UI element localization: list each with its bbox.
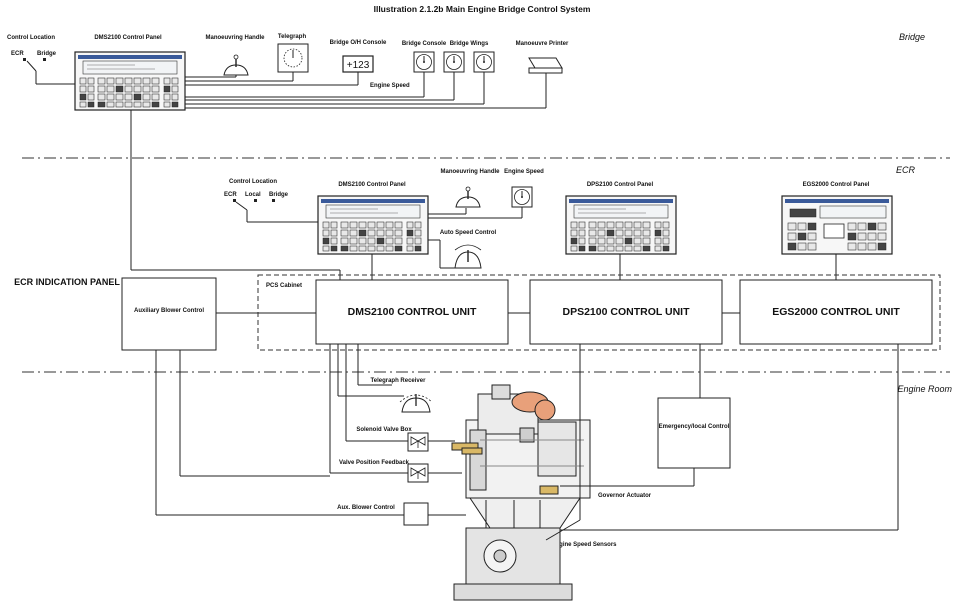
bridge-bus-lines — [130, 72, 547, 280]
ecr-control-location-local: Local — [245, 192, 261, 198]
bridge-telegraph-icon — [277, 43, 309, 73]
dps2100-control-unit-label: DPS2100 CONTROL UNIT — [563, 306, 691, 318]
bridge-telegraph-label: Telegraph — [278, 34, 307, 40]
bridge-oh-console-display: +123 — [342, 55, 374, 73]
bridge-control-location-bridge: Bridge — [37, 51, 57, 57]
zone-label-ecr: ECR — [896, 165, 916, 175]
ecr-control-location-bridge: Bridge — [269, 192, 289, 198]
ecr-control-location-ecr: ECR — [224, 192, 237, 198]
engine-room-wiring — [155, 344, 899, 541]
aux-blower-control-box — [121, 277, 217, 351]
aux-blower-control-er-label: Aux. Blower Control — [337, 505, 395, 511]
bridge-manoeuvring-handle-icon — [223, 54, 249, 76]
ecr-auto-speed-label: Auto Speed Control — [440, 230, 497, 236]
dms2100-control-unit-box — [315, 279, 509, 345]
egs2000-control-unit-label: EGS2000 CONTROL UNIT — [772, 306, 900, 318]
printer-icon — [528, 57, 563, 74]
ecr-dms-panel-label: DMS2100 Control Panel — [338, 182, 406, 188]
bridge-dms-panel-label: DMS2100 Control Panel — [94, 35, 162, 41]
main-engine-illustration — [451, 384, 591, 601]
diagram-title: Illustration 2.1.2b Main Engine Bridge C… — [374, 4, 591, 14]
emergency-local-control-box — [657, 397, 731, 469]
dps2100-control-unit-box — [529, 279, 723, 345]
bridge-wing-gauge-port — [443, 51, 465, 73]
telegraph-receiver-icon — [399, 394, 433, 413]
bridge-manoeuvre-printer-label: Manoeuvre Printer — [516, 41, 569, 47]
bridge-wing-gauge-starboard — [473, 51, 495, 73]
ecr-engine-speed-gauge — [511, 186, 533, 208]
aux-blower-control-label: Auxiliary Blower Control — [134, 308, 204, 314]
engine-speed-sensors-label: Engine Speed Sensors — [551, 542, 617, 548]
bridge-manoeuvring-handle-label: Manoeuvring Handle — [205, 35, 265, 41]
ecr-control-location-title: Control Location — [229, 179, 277, 185]
ecr-dps-panel-label: DPS2100 Control Panel — [587, 182, 654, 188]
zone-label-bridge: Bridge — [899, 32, 925, 42]
bridge-control-location-ecr: ECR — [11, 51, 24, 57]
bridge-wings-label: Bridge Wings — [450, 41, 489, 47]
bridge-manoeuvring-handle-label-text: Manoeuvring Handle — [205, 35, 265, 41]
ecr-dps2100-control-panel — [565, 195, 677, 255]
feedback-valve-icon — [407, 463, 429, 483]
bridge-console-gauge — [413, 51, 435, 73]
emergency-local-control-label: Emergency/local Control — [659, 424, 730, 430]
bridge-control-location-title: Control Location — [7, 35, 55, 41]
bridge-dms2100-control-panel — [74, 51, 186, 111]
bridge-oh-console-value: +123 — [347, 60, 370, 71]
zone-label-engine-room: Engine Room — [897, 384, 952, 394]
ecr-egs-panel-label: EGS2000 Control Panel — [803, 182, 870, 188]
solenoid-valve-box-label: Solenoid Valve Box — [356, 427, 412, 433]
bridge-engine-speed-label: Engine Speed — [370, 83, 410, 89]
governor-actuator-label: Governor Actuator — [598, 493, 652, 499]
dms2100-control-unit-label: DMS2100 CONTROL UNIT — [348, 306, 477, 318]
aux-blower-starter-box — [403, 502, 429, 526]
bridge-oh-console-label: Bridge O/H Console — [330, 40, 387, 46]
solenoid-valve-icon — [407, 432, 429, 452]
ecr-indication-panel-text: ECR INDICATION PANEL — [14, 277, 120, 287]
ecr-manoeuvring-handle-icon — [455, 186, 481, 208]
ecr-egs2000-control-panel — [781, 195, 893, 255]
valve-position-feedback-label: Valve Position Feedback — [339, 460, 410, 466]
ecr-dms2100-control-panel — [317, 195, 429, 255]
ecr-engine-speed-label: Engine Speed — [504, 169, 544, 175]
ecr-control-location-switch — [233, 199, 318, 223]
telegraph-receiver-label: Telegraph Receiver — [371, 378, 427, 384]
ecr-panel-bus-lines — [371, 207, 837, 280]
egs2000-control-unit-box — [739, 279, 933, 345]
pcs-cabinet-label: PCS Cabinet — [266, 283, 302, 289]
ecr-indication-panel-label: ECR INDICATION PANEL — [14, 277, 120, 287]
ecr-manoeuvring-handle-label: Manoeuvring Handle — [440, 169, 500, 175]
auto-speed-control-icon — [454, 244, 482, 269]
bridge-control-location-switch — [23, 58, 75, 85]
bridge-console-label: Bridge Console — [402, 41, 447, 47]
